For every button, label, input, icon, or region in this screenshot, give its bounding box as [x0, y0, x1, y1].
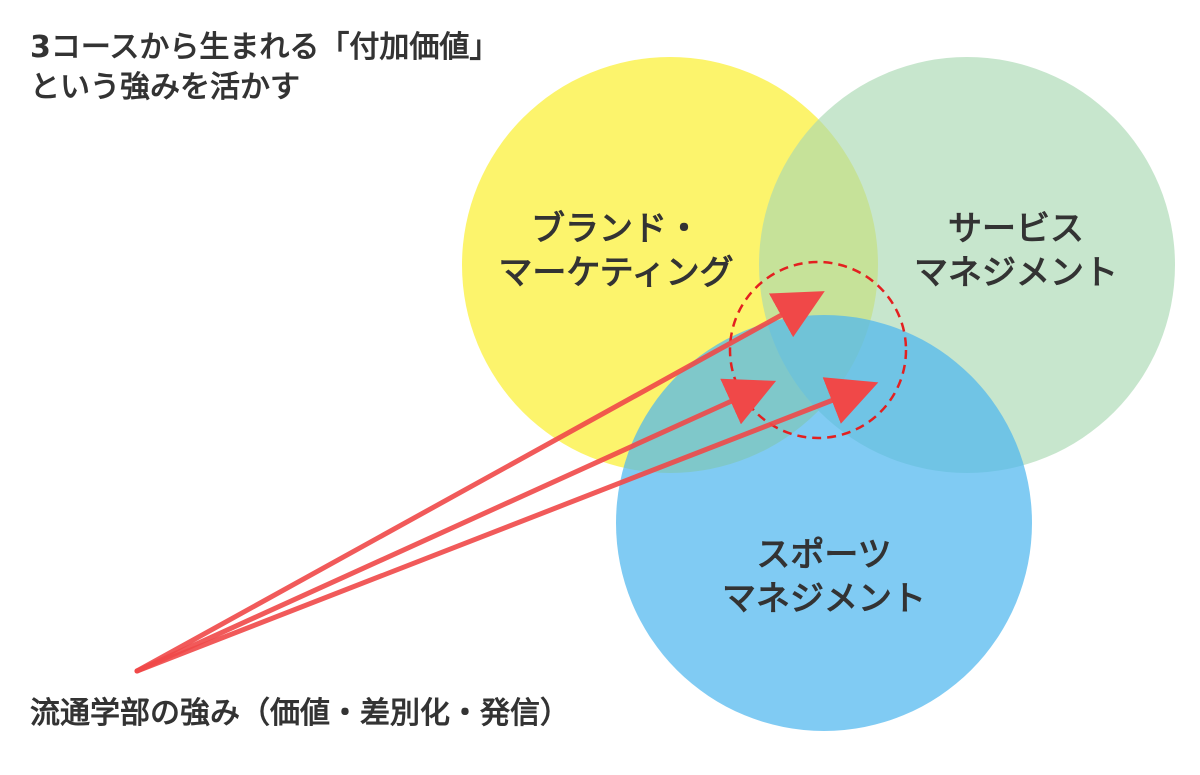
overlap-highlight-ring	[728, 260, 908, 440]
brand-marketing-label-line1: ブランド・	[531, 209, 701, 249]
page-heading: 3コースから生まれる「付加価値」 という強みを活かす	[30, 28, 499, 108]
strength-arrow-service	[134, 377, 879, 674]
brand-marketing-label-line2: マーケティング	[498, 253, 733, 293]
page-heading-line2: という強みを活かす	[30, 70, 300, 105]
strength-arrow-brand	[134, 291, 825, 674]
sports-management-label-line2: マネジメント	[722, 579, 926, 619]
service-management-label-line2: マネジメント	[914, 253, 1118, 293]
strengths-label: 流通学部の強み（価値・差別化・発信）	[30, 696, 570, 731]
sports-management-circle	[616, 315, 1032, 731]
service-management-label-line1: サービス	[948, 209, 1084, 249]
strength-arrow-center	[134, 378, 777, 674]
sports-management-label-line1: スポーツ	[756, 535, 891, 575]
page-heading-line1: 3コースから生まれる「付加価値」	[30, 30, 500, 65]
